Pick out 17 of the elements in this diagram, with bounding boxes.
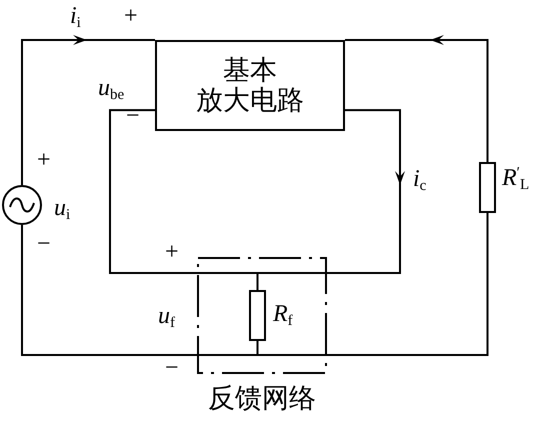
resistor-symbol: [249, 290, 266, 341]
ac-source-symbol: [2, 185, 42, 225]
amplifier-box: 基本放大电路: [155, 40, 345, 131]
resistor-symbol: [479, 162, 496, 213]
polarity-sign: +: [37, 148, 51, 172]
polarity-sign: −: [37, 232, 51, 256]
current-label: i$_{c}$: [413, 167, 426, 194]
polarity-sign: +: [165, 240, 179, 264]
component-label: R$_{f}$: [273, 302, 293, 329]
polarity-sign: −: [126, 104, 140, 128]
polarity-sign: +: [124, 4, 138, 28]
polarity-sign: −: [165, 356, 179, 380]
voltage-label: u$_{be}$: [98, 76, 124, 103]
network-label: 反馈网络: [207, 385, 317, 412]
current-label: i$_{i}$: [70, 4, 81, 31]
component-label: u$_{i}$: [54, 196, 70, 223]
voltage-label: u$_{f}$: [158, 304, 175, 331]
